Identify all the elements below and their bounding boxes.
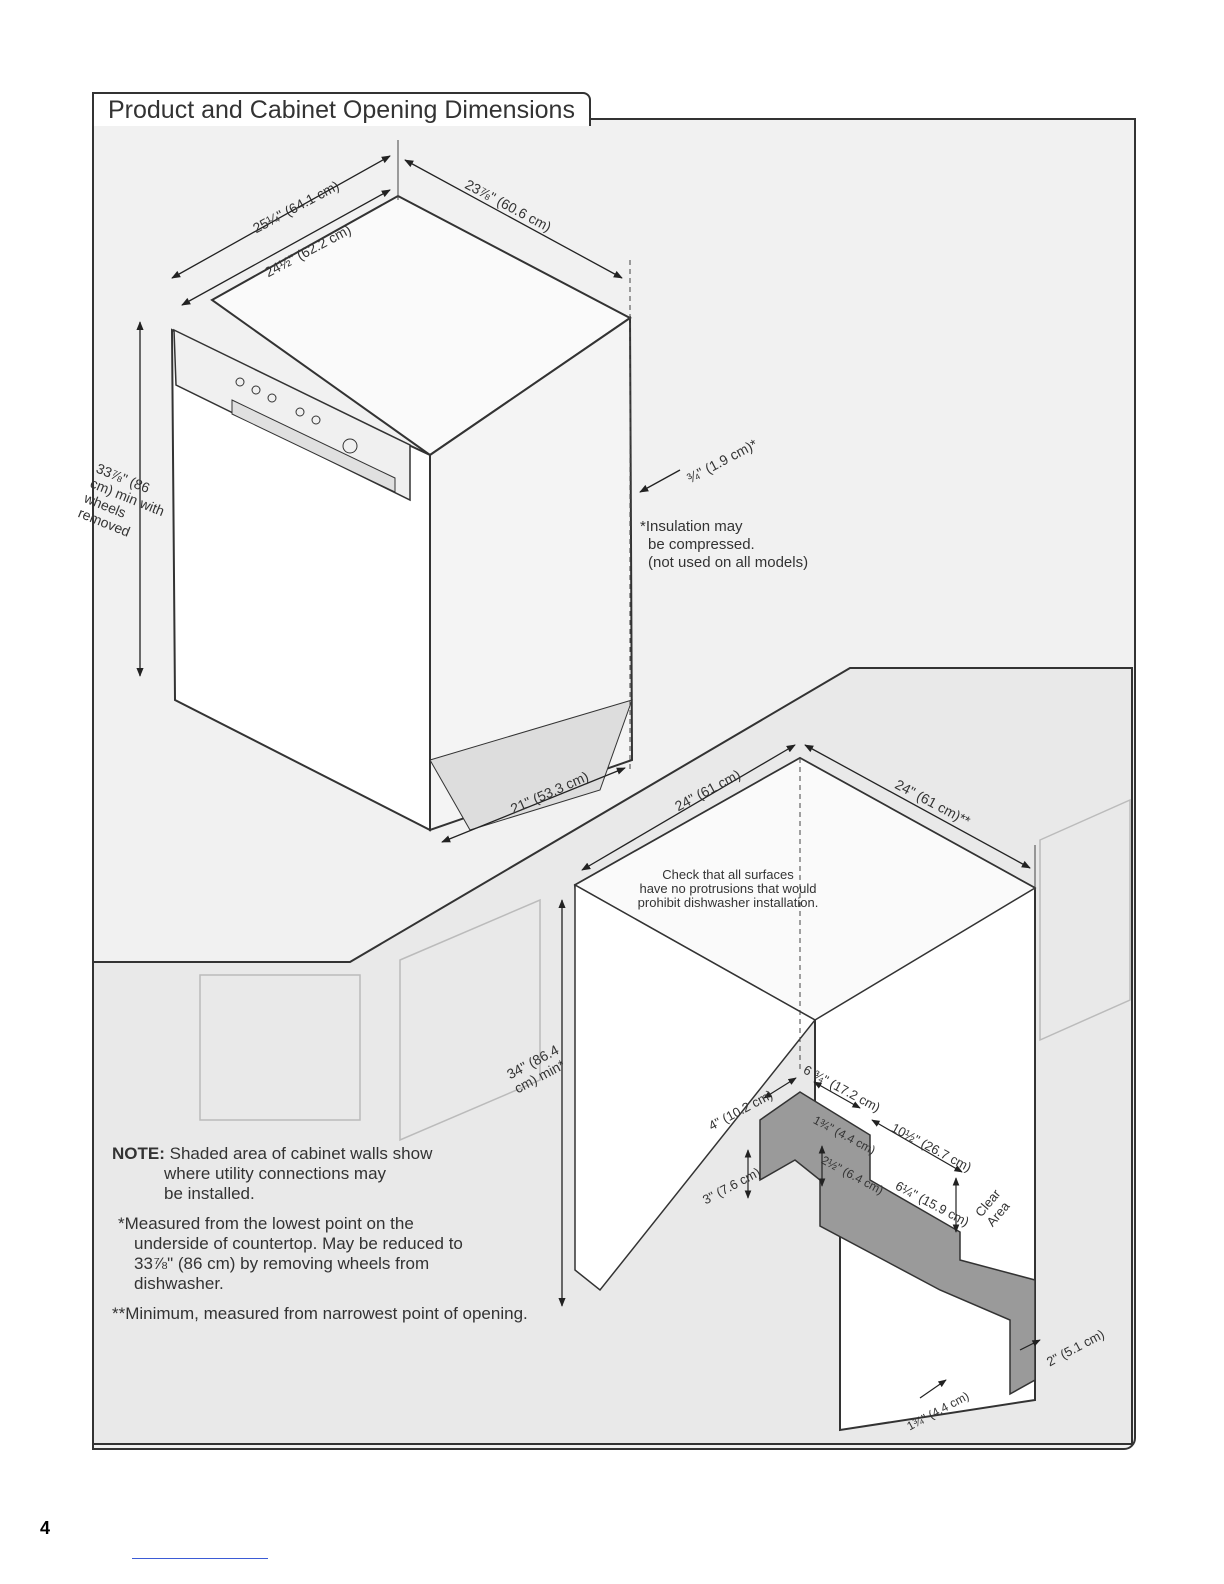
star-note-line-3: 33⅞" (86 cm) by removing wheels from xyxy=(134,1254,430,1273)
product-dimension-lines xyxy=(136,140,681,843)
cabinet-dimension-lines xyxy=(558,744,1041,1399)
star-note-line-2: underside of countertop. May be reduced … xyxy=(134,1234,463,1253)
double-star-note: **Minimum, measured from narrowest point… xyxy=(112,1304,528,1323)
dishwasher-illustration xyxy=(170,194,634,832)
check-surfaces-note: Check that all surfaces have no protrusi… xyxy=(612,868,844,910)
check-note-line-1: Check that all surfaces xyxy=(662,867,794,882)
insulation-note: *Insulation may be compressed. (not used… xyxy=(640,518,808,572)
note-line-2: where utility connections may xyxy=(164,1164,387,1183)
footer-rule xyxy=(132,1558,268,1559)
insulation-note-line-1: *Insulation may xyxy=(640,518,743,535)
insulation-note-line-2: be compressed. xyxy=(648,536,755,553)
note-line-3: be installed. xyxy=(164,1184,255,1203)
section-title: Product and Cabinet Opening Dimensions xyxy=(92,92,591,126)
insulation-note-line-3: (not used on all models) xyxy=(648,554,809,571)
page-number: 4 xyxy=(40,1518,51,1538)
star-note-line-1: *Measured from the lowest point on the xyxy=(118,1214,414,1233)
check-note-line-3: prohibit dishwasher installation. xyxy=(637,895,819,910)
note-label: NOTE: xyxy=(112,1144,165,1163)
check-note-line-2: have no protrusions that would xyxy=(639,881,817,896)
star-note-line-4: dishwasher. xyxy=(134,1274,224,1293)
notes-block: NOTE: Shaded area of cabinet walls show … xyxy=(112,1144,528,1324)
note-text: Shaded area of cabinet walls show xyxy=(169,1144,433,1163)
